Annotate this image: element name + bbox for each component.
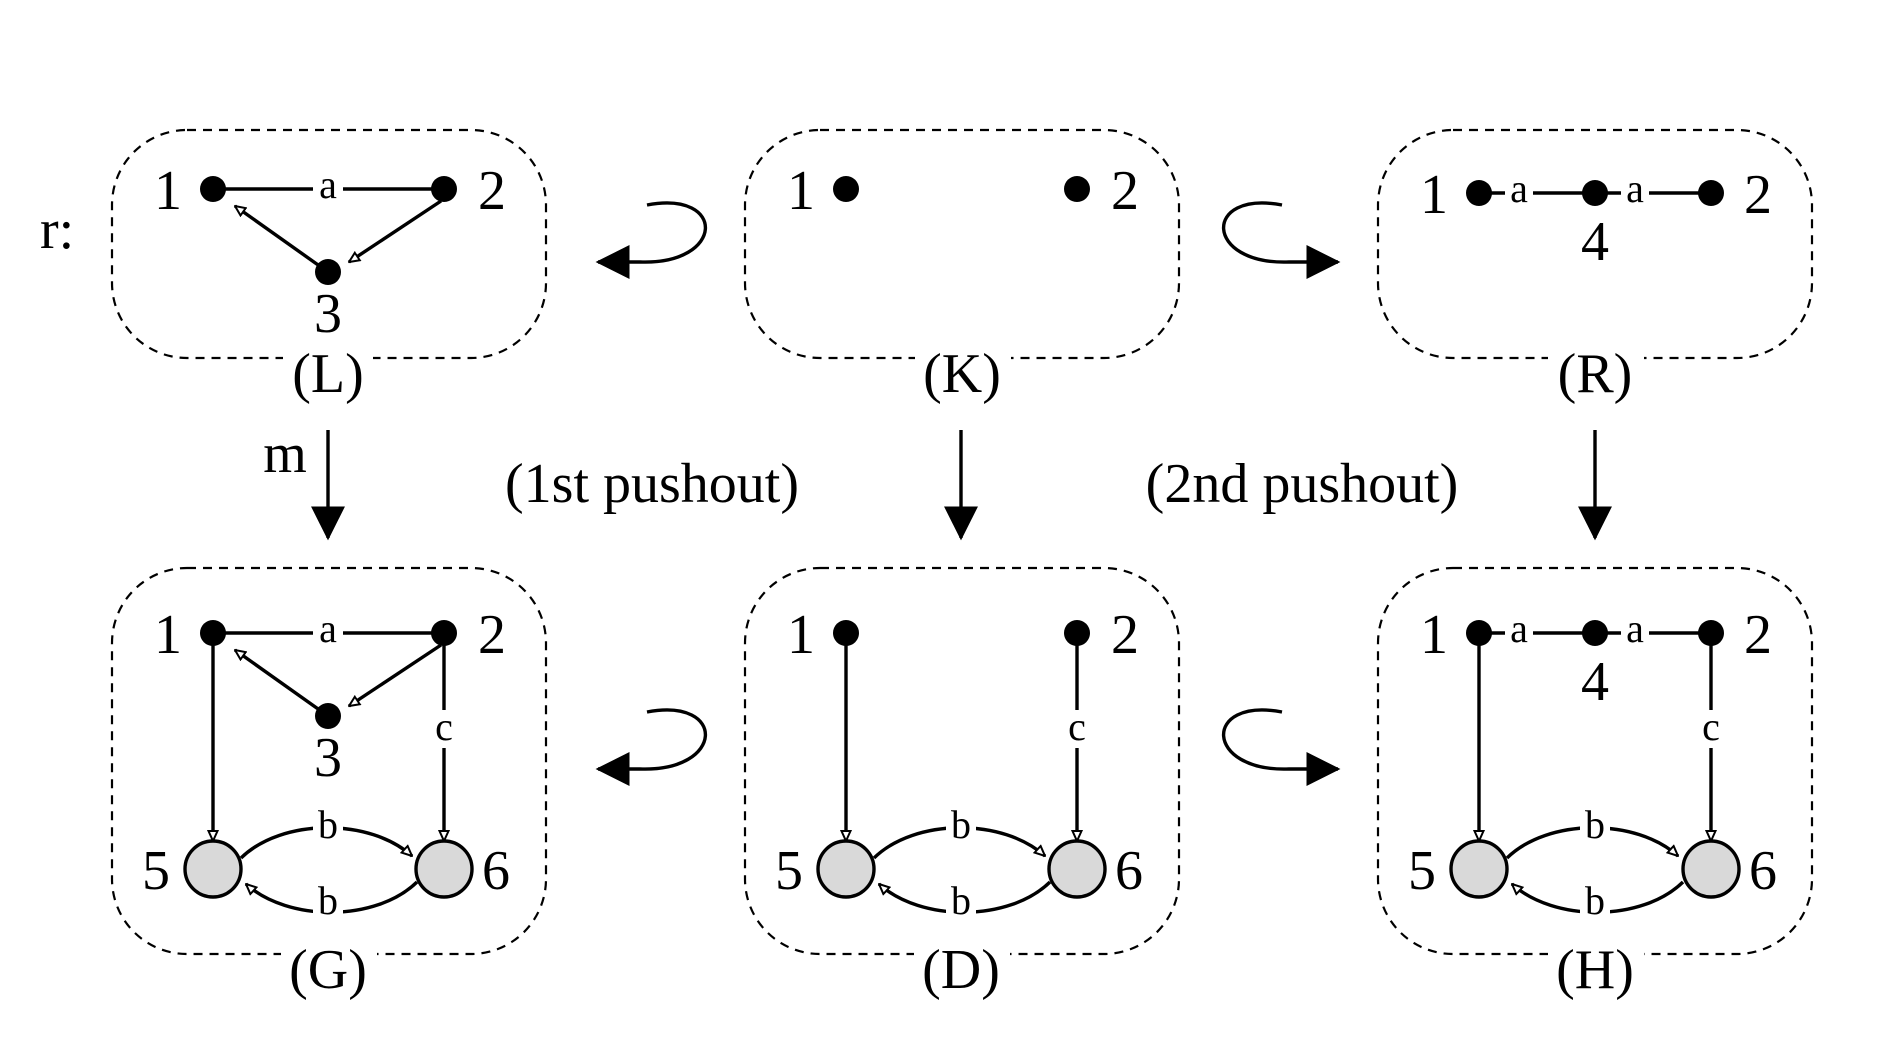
edge-label-D-c: c: [1068, 704, 1086, 749]
node-G-5: [183, 839, 243, 899]
node-label-H-4: 4: [1581, 651, 1609, 713]
node-label-G-2: 2: [478, 604, 506, 666]
edge-label-H-b-2: b: [1585, 878, 1605, 923]
edge-label-R-a-2: a: [1626, 166, 1644, 211]
node-label-D-2: 2: [1111, 604, 1139, 666]
graph-D: c b b 1 2 5 6 (D): [743, 566, 1181, 1001]
node-L-1: [200, 176, 226, 202]
node-label-H-5: 5: [1408, 840, 1436, 902]
graph-R: a a 1 4 2 (R): [1376, 128, 1814, 405]
edge-L-3-1: [235, 206, 329, 274]
first-pushout-label: (1st pushout): [505, 453, 799, 515]
node-K-2: [1064, 176, 1090, 202]
node-D-2: [1064, 620, 1090, 646]
node-D-5: [816, 839, 876, 899]
edge-label-H-c: c: [1702, 704, 1720, 749]
graph-K: 1 2 (K): [743, 128, 1181, 405]
node-label-R-2: 2: [1744, 164, 1772, 226]
edge-label-H-a-1: a: [1510, 606, 1528, 651]
node-label-G-1: 1: [154, 604, 182, 666]
graph-G: a c b b 1 2 3 5 6 (G): [110, 566, 548, 1001]
morphism-D-to-H-arrow: [1221, 708, 1341, 786]
graph-H: a a c b b 1 4 2 5 6 (H): [1376, 566, 1814, 1001]
edge-label-G-b-2: b: [318, 878, 338, 923]
node-label-R-1: 1: [1420, 164, 1448, 226]
node-label-D-6: 6: [1115, 840, 1143, 902]
edge-label-G-b-1: b: [318, 802, 338, 847]
edge-label-R-a-1: a: [1510, 166, 1528, 211]
node-G-1: [200, 620, 226, 646]
graph-L: a 1 2 3 (L): [110, 128, 548, 405]
node-R-1: [1466, 180, 1492, 206]
edge-label-G-c: c: [435, 704, 453, 749]
edge-label-D-b-2: b: [951, 878, 971, 923]
node-H-2: [1698, 620, 1724, 646]
node-label-L-1: 1: [154, 160, 182, 222]
node-D-6: [1047, 839, 1107, 899]
edge-G-2-3: [349, 643, 442, 708]
node-H-4: [1582, 620, 1608, 646]
node-H-6: [1681, 839, 1741, 899]
node-label-R-4: 4: [1581, 211, 1609, 273]
caption-R: (R): [1558, 343, 1633, 405]
edge-G-3-1: [235, 650, 329, 718]
node-label-K-2: 2: [1111, 160, 1139, 222]
edge-label-G-a: a: [319, 606, 337, 651]
rule-label: r:: [40, 199, 74, 261]
caption-G: (G): [289, 939, 367, 1001]
node-label-L-2: 2: [478, 160, 506, 222]
match-label: m: [263, 423, 307, 485]
morphism-K-to-R-arrow: [1221, 201, 1341, 279]
node-D-1: [833, 620, 859, 646]
node-label-D-1: 1: [787, 604, 815, 666]
node-R-2: [1698, 180, 1724, 206]
second-pushout-label: (2nd pushout): [1146, 453, 1459, 515]
node-label-G-5: 5: [142, 840, 170, 902]
caption-H: (H): [1556, 939, 1634, 1001]
node-label-K-1: 1: [787, 160, 815, 222]
node-L-3: [315, 259, 341, 285]
node-label-G-6: 6: [482, 840, 510, 902]
node-G-2: [431, 620, 457, 646]
node-R-4: [1582, 180, 1608, 206]
node-label-H-1: 1: [1420, 604, 1448, 666]
edge-label-D-b-1: b: [951, 802, 971, 847]
caption-L: (L): [292, 343, 364, 405]
morphism-D-to-G-arrow: [595, 708, 708, 786]
node-label-L-3: 3: [314, 283, 342, 345]
node-G-3: [315, 703, 341, 729]
node-H-1: [1466, 620, 1492, 646]
edge-label-H-a-2: a: [1626, 606, 1644, 651]
node-G-6: [414, 839, 474, 899]
edge-label-L-a: a: [319, 162, 337, 207]
node-label-D-5: 5: [775, 840, 803, 902]
caption-D: (D): [922, 939, 1000, 1001]
node-K-1: [833, 176, 859, 202]
node-label-G-3: 3: [314, 727, 342, 789]
node-label-H-6: 6: [1749, 840, 1777, 902]
edge-label-H-b-1: b: [1585, 802, 1605, 847]
node-L-2: [431, 176, 457, 202]
edge-L-2-3: [349, 199, 442, 264]
node-label-H-2: 2: [1744, 604, 1772, 666]
node-H-5: [1449, 839, 1509, 899]
caption-K: (K): [923, 343, 1001, 405]
morphism-K-to-L-arrow: [595, 201, 708, 279]
